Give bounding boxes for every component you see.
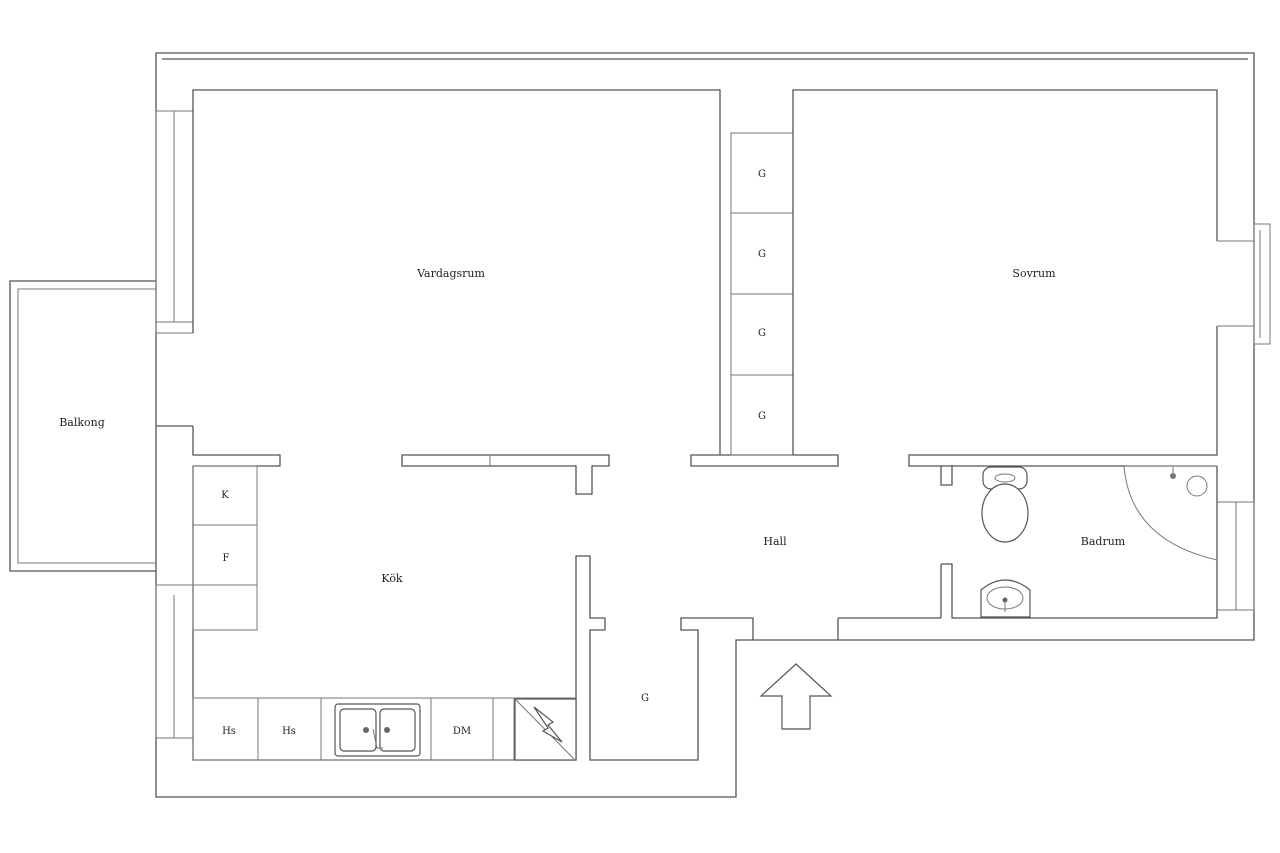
dishwasher-label: DM — [453, 726, 471, 737]
room-label-hall: Hall — [763, 535, 787, 548]
fridge-freezer-unit — [192, 465, 258, 631]
entrance-arrow-icon — [759, 663, 833, 730]
room-label-living-room: Vardagsrum — [416, 267, 485, 280]
window-living-west — [155, 110, 194, 334]
upper-cabinet-label: Hs — [282, 726, 296, 737]
window-bedroom-east — [1217, 223, 1271, 345]
window-kitchen-west — [155, 584, 194, 739]
wardrobe-label: G — [758, 169, 766, 180]
wardrobe-label: G — [758, 249, 766, 260]
toilet-icon — [981, 466, 1029, 543]
freezer-label: F — [223, 553, 230, 564]
bedroom-walls — [792, 89, 1218, 467]
stove-icon — [514, 698, 577, 761]
window-bathroom-east — [1216, 501, 1255, 611]
kitchen-walls — [192, 466, 754, 761]
living-room-walls — [156, 89, 839, 495]
bathroom-walls — [837, 466, 1218, 640]
kitchen-sink-icon — [334, 703, 421, 757]
balcony — [9, 280, 156, 572]
wardrobe-label: G — [641, 693, 649, 704]
room-label-bedroom: Sovrum — [1012, 267, 1056, 280]
upper-cabinet-label: Hs — [222, 726, 236, 737]
wardrobe-label: G — [758, 328, 766, 339]
room-label-balcony: Balkong — [59, 416, 105, 429]
washbasin-icon — [980, 579, 1031, 618]
exterior-walls — [155, 52, 1255, 798]
hall-wardrobes — [730, 132, 794, 456]
room-label-bathroom: Badrum — [1081, 535, 1126, 548]
fridge-label: K — [221, 490, 229, 501]
shower-icon — [1123, 465, 1218, 561]
wardrobe-label: G — [758, 411, 766, 422]
room-label-kitchen: Kök — [381, 572, 403, 585]
